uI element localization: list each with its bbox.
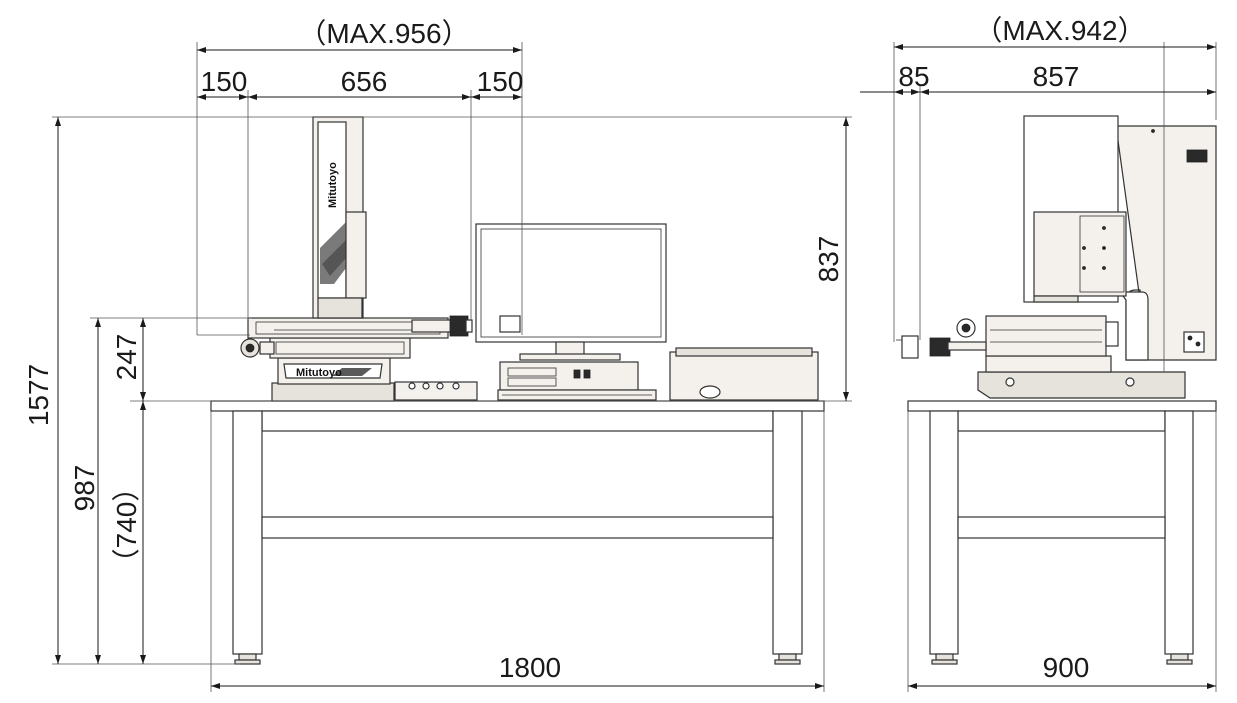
dim-side-table-depth: 900 (1043, 652, 1090, 683)
front-table-top (210, 400, 825, 412)
front-table-leg-left (232, 410, 263, 655)
column-brand-label: Mitutoyo (327, 162, 339, 208)
front-monitor (475, 223, 819, 401)
front-microscope: Mitutoyo Mitutoyo (240, 116, 478, 402)
dim-side-depth-main: 857 (1033, 61, 1080, 92)
front-table-apron (261, 410, 774, 432)
side-table-crossbar (957, 516, 1166, 539)
side-microscope (896, 115, 1217, 399)
front-table-leg-right (772, 410, 803, 655)
dim-front-max-width: （MAX.956） (298, 18, 469, 49)
front-table-foot-right (778, 653, 797, 661)
front-table-crossbar (261, 516, 774, 539)
side-table-apron (957, 410, 1166, 432)
dim-front-height-upper: 837 (813, 236, 844, 283)
side-view: （MAX.942） 85 857 900 (860, 15, 1217, 692)
front-table-foot-left (238, 653, 257, 661)
dim-front-width-left: 150 (201, 66, 248, 97)
dim-front-height-stage: 247 (111, 334, 142, 381)
side-table-leg-right (1164, 410, 1194, 655)
dim-front-width-center: 656 (341, 66, 388, 97)
side-table-top (907, 400, 1217, 412)
dim-side-depth-left: 85 (898, 61, 929, 92)
dim-front-height-table: 987 (69, 465, 100, 512)
dim-front-height-table-alt: （740） (111, 474, 142, 577)
side-table-leg-left (929, 410, 959, 655)
dim-front-width-right: 150 (477, 66, 524, 97)
base-brand-label: Mitutoyo (296, 367, 342, 379)
dim-front-table-width: 1800 (499, 652, 561, 683)
dim-side-max-depth: （MAX.942） (974, 15, 1145, 46)
dim-front-height-total: 1577 (23, 364, 54, 426)
front-view: Mitutoyo Mitutoyo (23, 18, 852, 692)
